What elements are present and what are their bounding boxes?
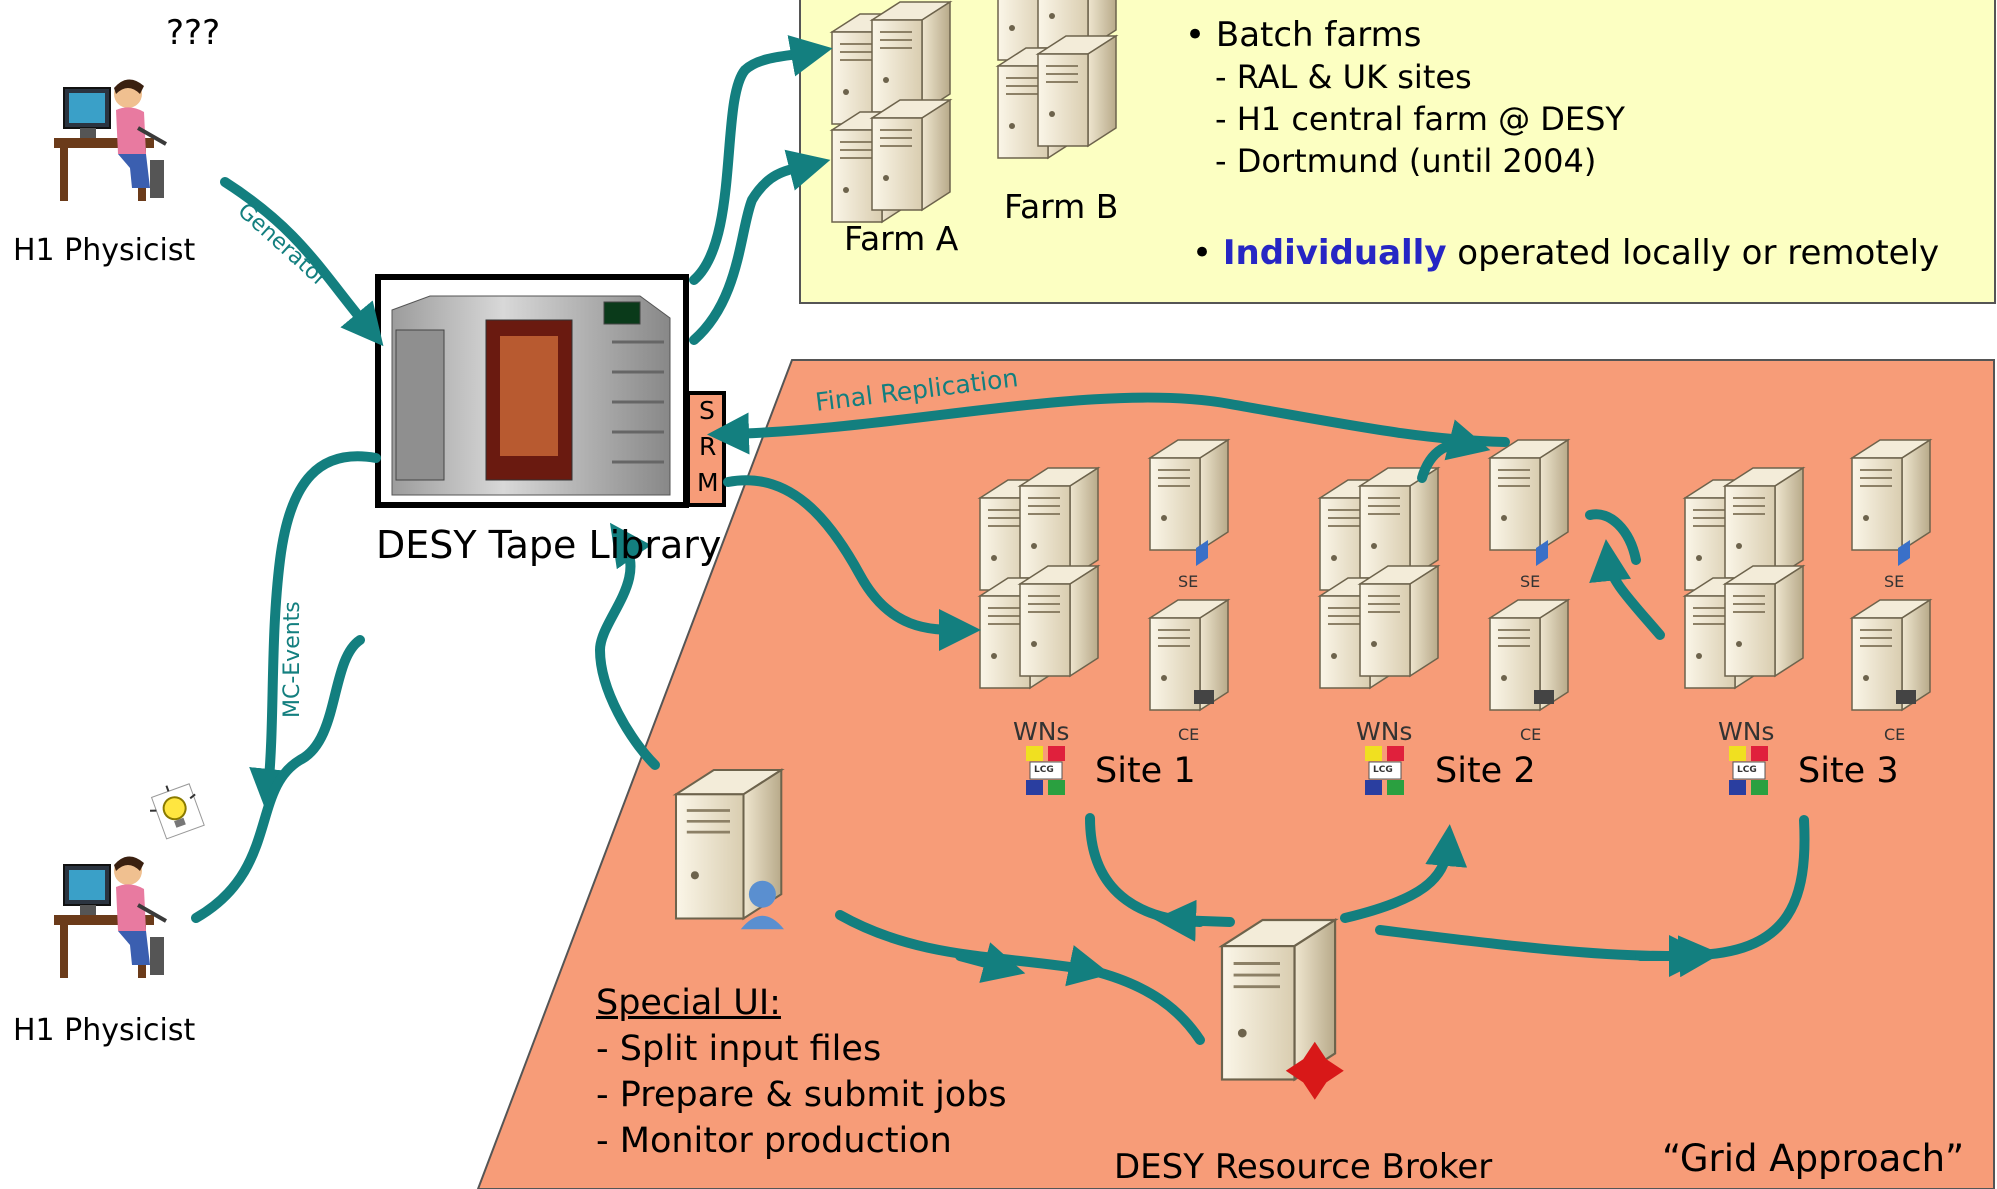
special-ui-title: Special UI: bbox=[596, 983, 781, 1023]
lcg-logo-site-1 bbox=[1026, 746, 1065, 795]
physicist-bottom-label: H1 Physicist bbox=[13, 1013, 196, 1048]
site-1-se-label: SE bbox=[1178, 572, 1199, 591]
farm-a-label: Farm A bbox=[844, 219, 959, 258]
arrow-site-2-to-se bbox=[1417, 419, 1491, 483]
site-1-lcg-text: LCG bbox=[1034, 765, 1054, 775]
arrow-final-replication bbox=[707, 392, 1510, 455]
h1-physicist-bottom-figure bbox=[52, 854, 168, 980]
physicist-top-label: H1 Physicist bbox=[13, 233, 196, 268]
site-1-label: Site 1 bbox=[1095, 751, 1196, 791]
arrow-broker-to-site-2 bbox=[1340, 824, 1468, 923]
question-marks: ??? bbox=[166, 13, 221, 53]
special-ui-server bbox=[674, 768, 784, 930]
batch-farms-list: • Batch farms - RAL & UK sites - H1 cent… bbox=[1185, 14, 1625, 182]
arrow-srm-to-site-1 bbox=[723, 475, 981, 651]
farm-b-servers bbox=[998, 0, 1116, 158]
lcg-logo-site-3 bbox=[1729, 746, 1768, 795]
site-2-ce-label: CE bbox=[1520, 725, 1542, 744]
arrow-to-farm-a bbox=[689, 35, 833, 285]
srm-letter-r: R bbox=[699, 432, 717, 461]
batch-sub-item: - Dortmund (until 2004) bbox=[1215, 142, 1597, 180]
lcg-logo-site-2 bbox=[1365, 746, 1404, 795]
individually-highlight: Individually bbox=[1222, 233, 1447, 273]
site-2-wns-label: WNs bbox=[1356, 717, 1413, 746]
site-2-lcg-text: LCG bbox=[1373, 765, 1393, 775]
individually-operated-bullet: • Individually operated locally or remot… bbox=[1192, 236, 1939, 270]
site-1-workernodes bbox=[980, 468, 1098, 688]
mc-events-label: MC-Events bbox=[280, 601, 305, 718]
h1-physicist-top-figure bbox=[52, 77, 168, 203]
site-3-se-label: SE bbox=[1884, 572, 1905, 591]
site-2-workernodes bbox=[1320, 468, 1438, 688]
batch-farms-bullet: • Batch farms bbox=[1185, 15, 1422, 55]
site-2-label: Site 2 bbox=[1435, 751, 1536, 791]
batch-sub-item: - RAL & UK sites bbox=[1215, 58, 1472, 96]
special-ui-description: Special UI: - Split input files - Prepar… bbox=[596, 980, 1007, 1164]
arrow-broker-left-head bbox=[1154, 899, 1235, 942]
site-3-lcg-text: LCG bbox=[1737, 765, 1757, 775]
site-3-ce-label: CE bbox=[1884, 725, 1906, 744]
site-1-se-server bbox=[1149, 439, 1229, 566]
site-2-se-label: SE bbox=[1520, 572, 1541, 591]
site-2-se-server bbox=[1489, 439, 1569, 566]
bullet-prefix: • bbox=[1192, 233, 1223, 273]
arrow-to-farm-b bbox=[689, 149, 831, 345]
site-1-ce-server bbox=[1149, 599, 1229, 711]
farm-b-label: Farm B bbox=[1004, 187, 1119, 226]
batch-sub-item: - H1 central farm @ DESY bbox=[1215, 100, 1625, 138]
resource-broker-server bbox=[1220, 918, 1344, 1100]
arrow-ui-to-broker bbox=[835, 910, 1205, 1045]
special-ui-item: - Prepare & submit jobs bbox=[596, 1075, 1007, 1115]
arrow-ui-head bbox=[955, 942, 1026, 983]
bullet-rest: operated locally or remotely bbox=[1446, 233, 1940, 273]
srm-letter-s: S bbox=[699, 396, 715, 425]
arrow-physicist-feedback bbox=[191, 635, 365, 923]
grid-approach-label: “Grid Approach” bbox=[1662, 1137, 1965, 1180]
arrow-se2-to-site-3 bbox=[1585, 509, 1641, 565]
special-ui-item: - Monitor production bbox=[596, 1121, 952, 1161]
srm-letter-m: M bbox=[697, 468, 719, 497]
tape-library-label: DESY Tape Library bbox=[376, 523, 722, 567]
tape-library-image bbox=[391, 295, 671, 496]
special-ui-item: - Split input files bbox=[596, 1029, 882, 1069]
site-1-wns-label: WNs bbox=[1013, 717, 1070, 746]
site-3-workernodes bbox=[1685, 468, 1803, 688]
site-3-ce-server bbox=[1851, 599, 1931, 711]
resource-broker-label: DESY Resource Broker bbox=[1114, 1147, 1493, 1187]
site-2-ce-server bbox=[1489, 599, 1569, 711]
farm-a-servers bbox=[832, 2, 950, 222]
arrow-library-to-ui bbox=[594, 522, 660, 770]
lightbulb-icon bbox=[149, 783, 205, 840]
site-1-ce-label: CE bbox=[1178, 725, 1200, 744]
arrow-generator bbox=[220, 177, 384, 347]
arrow-site-3-to-se2 bbox=[1589, 539, 1665, 640]
site-3-se-server bbox=[1851, 439, 1931, 566]
site-3-label: Site 3 bbox=[1798, 751, 1899, 791]
site-3-wns-label: WNs bbox=[1718, 717, 1775, 746]
arrow-mc-events bbox=[249, 451, 381, 811]
